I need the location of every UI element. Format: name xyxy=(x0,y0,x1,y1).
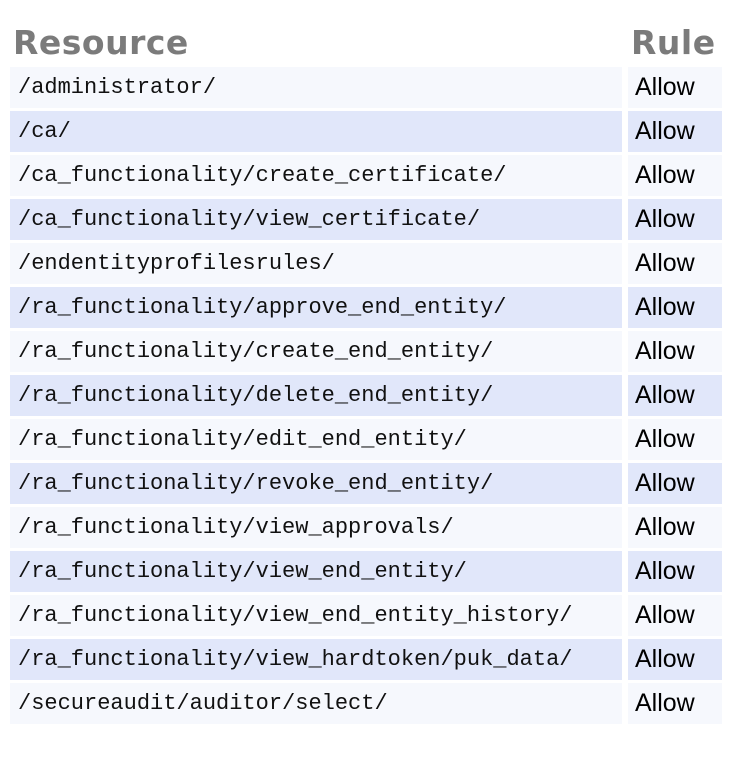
rule-value: Allow xyxy=(635,645,695,673)
resource-path: /ra_functionality/view_hardtoken/puk_dat… xyxy=(18,647,573,672)
resource-path: /ca/ xyxy=(18,119,71,144)
resource-cell: /ca_functionality/view_certificate/ xyxy=(10,199,622,240)
rule-cell: Allow xyxy=(628,243,722,284)
resource-cell: /ca_functionality/create_certificate/ xyxy=(10,155,622,196)
rule-value: Allow xyxy=(635,249,695,277)
resource-cell: /ra_functionality/revoke_end_entity/ xyxy=(10,463,622,504)
resource-cell: /ca/ xyxy=(10,111,622,152)
rule-cell: Allow xyxy=(628,287,722,328)
rule-value: Allow xyxy=(635,425,695,453)
resource-path: /ra_functionality/approve_end_entity/ xyxy=(18,295,507,320)
rule-cell: Allow xyxy=(628,375,722,416)
column-header-resource: Resource xyxy=(13,22,189,62)
rule-cell: Allow xyxy=(628,551,722,592)
rule-cell: Allow xyxy=(628,111,722,152)
resource-cell: /secureaudit/auditor/select/ xyxy=(10,683,622,724)
rule-value: Allow xyxy=(635,601,695,629)
resource-path: /ra_functionality/edit_end_entity/ xyxy=(18,427,467,452)
rule-cell: Allow xyxy=(628,463,722,504)
resource-cell: /endentityprofilesrules/ xyxy=(10,243,622,284)
rule-value: Allow xyxy=(635,293,695,321)
rule-value: Allow xyxy=(635,337,695,365)
rule-value: Allow xyxy=(635,205,695,233)
resource-cell: /ra_functionality/view_approvals/ xyxy=(10,507,622,548)
rule-cell: Allow xyxy=(628,67,722,108)
resource-path: /ra_functionality/view_end_entity/ xyxy=(18,559,467,584)
resource-cell: /ra_functionality/create_end_entity/ xyxy=(10,331,622,372)
resource-path: /ra_functionality/view_approvals/ xyxy=(18,515,454,540)
rule-cell: Allow xyxy=(628,507,722,548)
rule-cell: Allow xyxy=(628,639,722,680)
access-rules-table: Resource Rule /administrator/ Allow /ca/… xyxy=(10,20,722,724)
rule-value: Allow xyxy=(635,689,695,717)
rule-cell: Allow xyxy=(628,595,722,636)
rule-value: Allow xyxy=(635,117,695,145)
rule-cell: Allow xyxy=(628,155,722,196)
resource-path: /secureaudit/auditor/select/ xyxy=(18,691,388,716)
rule-value: Allow xyxy=(635,381,695,409)
resource-cell: /ra_functionality/view_hardtoken/puk_dat… xyxy=(10,639,622,680)
resource-path: /ra_functionality/delete_end_entity/ xyxy=(18,383,494,408)
column-header-rule: Rule xyxy=(631,22,716,62)
resource-cell: /ra_functionality/edit_end_entity/ xyxy=(10,419,622,460)
rule-value: Allow xyxy=(635,513,695,541)
rule-value: Allow xyxy=(635,469,695,497)
resource-path: /ra_functionality/revoke_end_entity/ xyxy=(18,471,494,496)
resource-cell: /ra_functionality/approve_end_entity/ xyxy=(10,287,622,328)
rule-cell: Allow xyxy=(628,199,722,240)
resource-path: /administrator/ xyxy=(18,75,217,100)
rule-cell: Allow xyxy=(628,331,722,372)
resource-cell: /ra_functionality/view_end_entity_histor… xyxy=(10,595,622,636)
rule-value: Allow xyxy=(635,161,695,189)
rule-cell: Allow xyxy=(628,683,722,724)
resource-cell: /administrator/ xyxy=(10,67,622,108)
rule-cell: Allow xyxy=(628,419,722,460)
rule-value: Allow xyxy=(635,73,695,101)
resource-path: /endentityprofilesrules/ xyxy=(18,251,335,276)
resource-cell: /ra_functionality/delete_end_entity/ xyxy=(10,375,622,416)
resource-path: /ca_functionality/view_certificate/ xyxy=(18,207,481,232)
resource-path: /ra_functionality/view_end_entity_histor… xyxy=(18,603,573,628)
rule-value: Allow xyxy=(635,557,695,585)
resource-path: /ca_functionality/create_certificate/ xyxy=(18,163,507,188)
resource-path: /ra_functionality/create_end_entity/ xyxy=(18,339,494,364)
resource-cell: /ra_functionality/view_end_entity/ xyxy=(10,551,622,592)
